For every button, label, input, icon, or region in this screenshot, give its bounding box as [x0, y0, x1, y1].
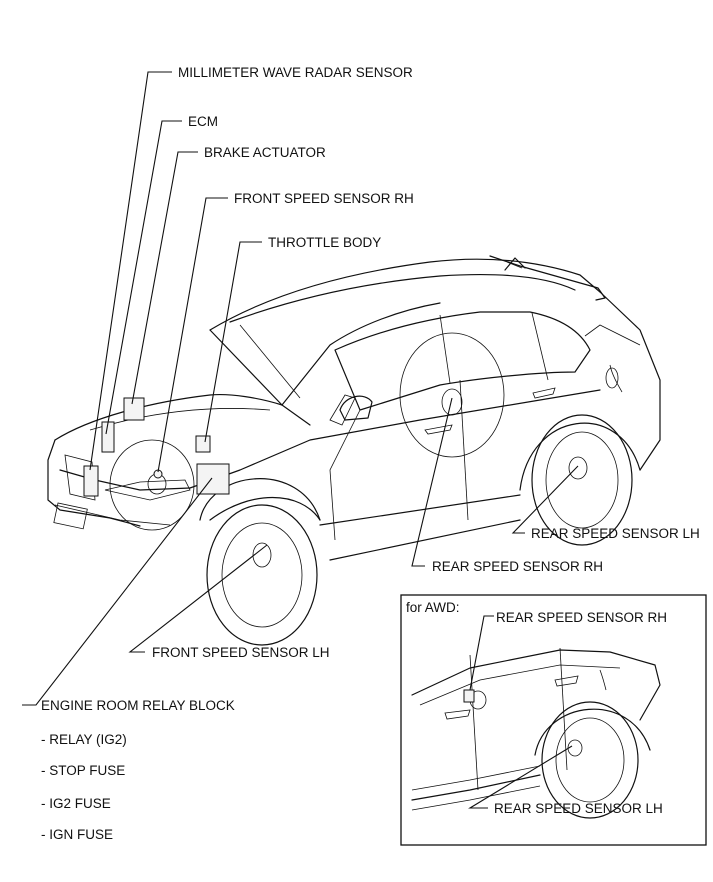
- label-engine-room-relay-block: ENGINE ROOM RELAY BLOCK: [41, 698, 235, 713]
- label-rear-speed-sensor-rh: REAR SPEED SENSOR RH: [432, 559, 603, 574]
- label-ecm: ECM: [188, 114, 218, 129]
- label-relay-item: - RELAY (IG2): [41, 732, 127, 747]
- awd-inset-frame: [400, 594, 707, 846]
- ecm-shape: [101, 421, 115, 453]
- label-millimeter-wave-radar-sensor: MILLIMETER WAVE RADAR SENSOR: [178, 65, 413, 80]
- label-front-speed-sensor-rh: FRONT SPEED SENSOR RH: [234, 191, 414, 206]
- awd-label-rear-speed-sensor-rh: REAR SPEED SENSOR RH: [496, 610, 667, 625]
- awd-rear-rh-sensor-shape: [463, 689, 475, 703]
- relay-block-shape: [196, 463, 230, 495]
- awd-inset-title: for AWD:: [406, 600, 460, 615]
- label-relay-item: - STOP FUSE: [41, 763, 125, 778]
- vehicle-illustration: [47, 255, 661, 646]
- label-rear-speed-sensor-lh: REAR SPEED SENSOR LH: [531, 526, 700, 541]
- label-relay-item: - IGN FUSE: [41, 827, 113, 842]
- label-brake-actuator: BRAKE ACTUATOR: [204, 145, 326, 160]
- label-relay-item: - IG2 FUSE: [41, 796, 111, 811]
- labels: MILLIMETER WAVE RADAR SENSOR ECM BRAKE A…: [41, 65, 700, 842]
- label-throttle-body: THROTTLE BODY: [268, 235, 381, 250]
- brake-actuator-shape: [123, 397, 145, 421]
- awd-inset: for AWD: REAR SPEED SENSOR RH REAR SPEED…: [400, 594, 707, 846]
- radar-sensor-shape: [83, 465, 99, 497]
- awd-vehicle-illustration: [411, 647, 661, 819]
- throttle-body-shape: [195, 435, 211, 453]
- awd-label-rear-speed-sensor-lh: REAR SPEED SENSOR LH: [494, 801, 663, 816]
- label-front-speed-sensor-lh: FRONT SPEED SENSOR LH: [152, 645, 330, 660]
- callout-lines: [22, 71, 579, 706]
